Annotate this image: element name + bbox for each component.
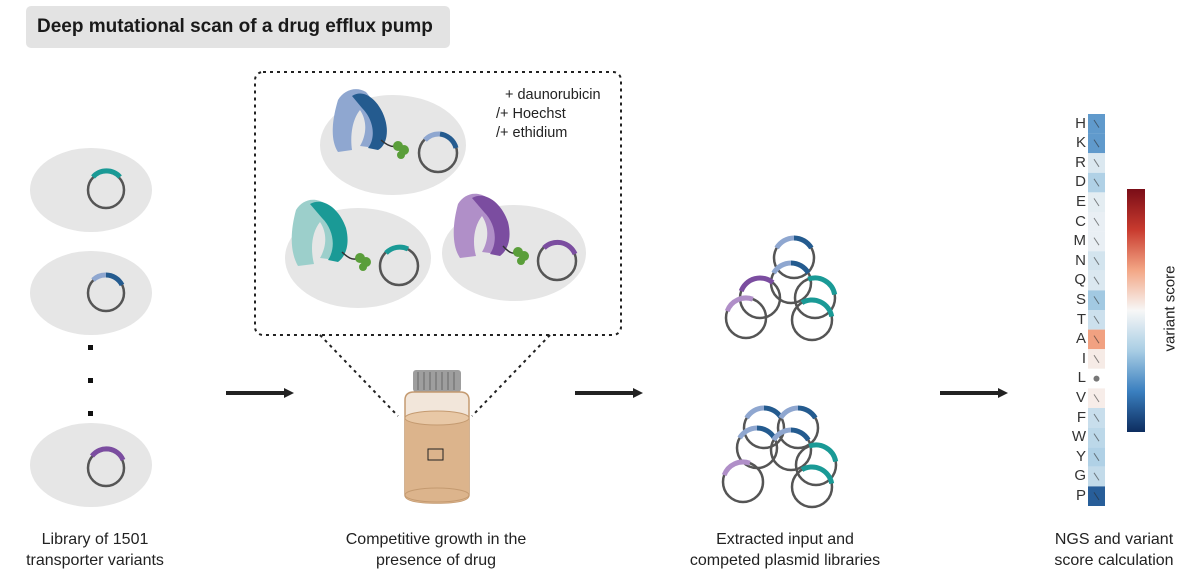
heatmap-error-tick	[1093, 433, 1100, 442]
heatmap-error-tick	[1093, 354, 1100, 364]
amino-acid-label: Y	[1075, 447, 1086, 465]
heatmap-error-tick	[1093, 198, 1100, 207]
library-column	[30, 148, 152, 507]
plasmid-clusters	[721, 235, 839, 509]
plasmid	[794, 442, 839, 487]
heatmap-error-tick	[1093, 119, 1100, 128]
amino-acid-label: H	[1075, 114, 1086, 132]
amino-acid-label: E	[1075, 192, 1086, 210]
plasmid	[790, 297, 835, 342]
plasmid	[769, 427, 813, 472]
heatmap-error-tick	[1093, 413, 1100, 422]
heatmap-error-tick	[1093, 335, 1100, 344]
heatmap-error-tick	[1093, 139, 1100, 148]
heatmap-error-tick	[1093, 276, 1100, 285]
title-banner: Deep mutational scan of a drug efflux pu…	[26, 6, 450, 48]
amino-acid-label: T	[1076, 310, 1086, 328]
amino-acid-label: P	[1075, 486, 1086, 504]
plasmid-gene-arc	[800, 297, 835, 318]
plasmid	[721, 459, 765, 504]
heatmap-error-tick	[1093, 492, 1100, 501]
plasmid-gene-arc	[808, 442, 839, 463]
gfp-tag	[393, 141, 409, 159]
amino-acid-label: I	[1081, 349, 1086, 367]
amino-acid-label: V	[1075, 388, 1086, 406]
library-cell-2	[30, 251, 152, 335]
plasmid	[724, 295, 768, 340]
plasmid	[776, 405, 820, 450]
plasmid-gene-arc	[738, 275, 775, 293]
plasmid	[790, 464, 835, 509]
amino-acid-label: M	[1073, 232, 1087, 250]
cell-purple-transporter	[442, 193, 586, 301]
plasmid-gene-arc	[807, 275, 838, 296]
plasmid-gene-arc	[790, 427, 811, 442]
plasmid	[793, 275, 838, 320]
amino-acid-label: K	[1075, 134, 1086, 152]
amino-acid-label: D	[1075, 173, 1086, 191]
plasmid	[772, 235, 816, 280]
ellipsis-dots	[88, 345, 93, 416]
plasmid-gene-arc	[790, 260, 811, 275]
plasmid	[769, 260, 813, 305]
drug-label-hoechst: /+ Hoechst	[496, 106, 566, 122]
library-cell-1	[30, 148, 152, 232]
heatmap-error-tick	[1093, 452, 1100, 462]
amino-acid-label: W	[1071, 428, 1086, 446]
amino-acid-label: R	[1075, 153, 1086, 171]
amino-acid-label: C	[1075, 212, 1086, 230]
plasmid-gene-arc	[771, 427, 792, 442]
plasmid-gene-arc	[744, 405, 765, 420]
gfp-tag-2	[355, 253, 371, 271]
plasmid-gene-arc	[778, 405, 799, 420]
heatmap-error-tick	[1093, 158, 1100, 168]
plasmid-gene-arc	[737, 425, 758, 440]
colorbar	[1127, 189, 1145, 432]
heatmap-error-tick	[1093, 217, 1100, 226]
drug-label-ethidium: /+ ethidium	[496, 125, 568, 141]
cell-teal-transporter	[285, 199, 431, 308]
heatmap-error-tick	[1093, 394, 1100, 403]
drug-label-daunorubicin: + daunorubicin	[505, 87, 601, 103]
amino-acid-label: S	[1075, 290, 1086, 308]
heatmap-error-tick	[1093, 256, 1100, 266]
library-gene-1	[91, 168, 122, 179]
library-gene-2b	[105, 272, 125, 287]
library-gene-2a	[91, 272, 107, 282]
amino-acid-label: L	[1077, 369, 1086, 387]
cell-blue-transporter	[320, 89, 466, 195]
culture-jar	[404, 370, 470, 504]
gfp-tag-3	[513, 247, 529, 265]
plasmid-gene-arc	[793, 235, 814, 250]
plasmid-gene-arc	[800, 464, 835, 485]
library-gene-3	[90, 446, 126, 462]
amino-acid-label: Q	[1074, 271, 1086, 289]
plasmid-gene-arc	[724, 295, 754, 313]
plasmid-gene-arc	[771, 260, 792, 275]
colorbar-label: variant score	[1161, 265, 1179, 352]
plasmid-gene-arc	[756, 425, 777, 440]
wildtype-marker	[1093, 375, 1100, 382]
heatmap-error-tick	[1093, 315, 1100, 324]
variant-score-heatmap	[1088, 114, 1105, 506]
plasmid-gene-arc	[797, 405, 818, 420]
heatmap-error-tick	[1093, 237, 1100, 246]
heatmap-error-tick	[1093, 178, 1100, 187]
heatmap-error-tick	[1093, 472, 1100, 481]
amino-acid-label: G	[1074, 467, 1086, 485]
heatmap-error-tick	[1093, 296, 1100, 305]
amino-acid-label: F	[1076, 408, 1086, 426]
amino-acid-label: A	[1075, 330, 1086, 348]
plasmid-gene-arc	[721, 459, 751, 477]
amino-acid-label: N	[1075, 251, 1086, 269]
plasmid-gene-arc	[774, 235, 795, 250]
zoom-box	[254, 71, 622, 417]
library-cell-3	[30, 423, 152, 507]
